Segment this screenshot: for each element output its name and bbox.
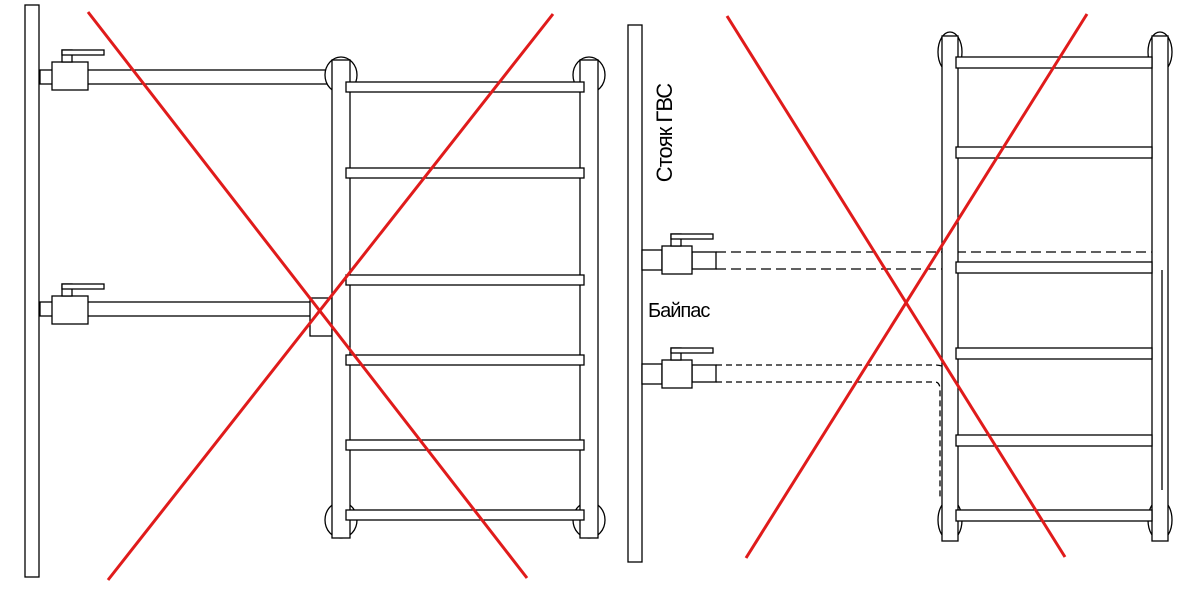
left-cross-mark [86, 11, 555, 581]
left-upper-valve [51, 49, 105, 91]
right-diagram [627, 13, 1173, 563]
right-cross-mark [725, 13, 1089, 559]
left-riser-pipe [24, 4, 40, 578]
left-towel-rail [324, 56, 606, 539]
bypass-label: Байпас [648, 300, 710, 322]
right-lower-valve [661, 347, 714, 389]
left-lower-valve [51, 283, 105, 325]
right-riser-pipe [627, 24, 643, 563]
right-upper-valve [661, 233, 714, 275]
riser-label: Стояк ГВС [652, 83, 677, 183]
right-towel-rail [937, 31, 1173, 542]
left-diagram [24, 4, 606, 581]
